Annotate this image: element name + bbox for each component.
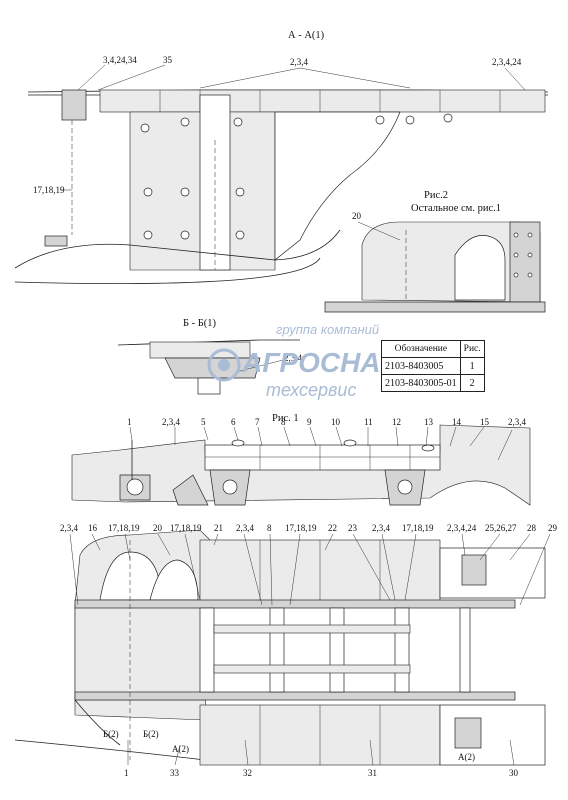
callout-p-16: 28 <box>527 523 537 533</box>
callout-p-6: 21 <box>214 523 223 533</box>
callout-pb-5: 30 <box>509 768 519 778</box>
section-aa-title: А - А(1) <box>288 30 325 41</box>
mark-a2-left: А(2) <box>172 744 189 754</box>
cell-fig: 1 <box>459 357 485 375</box>
callout-f1-8: 10 <box>331 417 341 427</box>
aa-leaders <box>60 64 526 191</box>
plan-rail-bottom <box>74 691 516 701</box>
callout-f1-1: 1 <box>127 417 132 427</box>
table-row: 2103-8403005-01 2 <box>381 374 485 392</box>
fig1-brackets <box>119 469 426 506</box>
bolt-holes <box>140 113 453 240</box>
callout-f1-11: 13 <box>424 417 434 427</box>
cell-fig: 2 <box>459 374 485 392</box>
section-bb-title: Б - Б(1) <box>183 318 217 329</box>
callout-f1-3: 5 <box>201 417 206 427</box>
callout-fig2-20: 20 <box>352 211 362 221</box>
callout-aa-1: 3,4,24,34 <box>103 55 137 65</box>
mark-b2-left: Б(2) <box>103 729 119 739</box>
callout-bb-1: 2,3,4 <box>284 353 303 363</box>
callout-f1-7: 9 <box>307 417 312 427</box>
plan-bottom-leaders <box>127 739 515 766</box>
plan-top-right-panel <box>439 547 546 599</box>
fig1-leaders <box>129 426 513 461</box>
floor-beam <box>99 89 546 113</box>
callout-p-1: 2,3,4 <box>60 523 79 533</box>
mark-b2-right: Б(2) <box>143 729 159 739</box>
fig1-holes <box>231 439 435 452</box>
section-bb-view: Б - Б(1) 2,3,4 <box>117 318 303 395</box>
fig2-frame-rail <box>324 301 546 313</box>
plan-cross-members <box>199 607 471 693</box>
cell-designation: 2103-8403005-01 <box>381 374 461 392</box>
callout-p-17: 29 <box>548 523 558 533</box>
mark-a2-right: А(2) <box>458 752 475 762</box>
callout-f1-4: 6 <box>231 417 236 427</box>
callout-f1-6: 8 <box>281 417 286 427</box>
section-aa-view: 3,4,24,34 35 2,3,4 2,3,4,24 17,18,19 А -… <box>14 30 549 284</box>
callout-p-3: 17,18,19 <box>108 523 140 533</box>
left-bracket <box>61 89 87 121</box>
header-designation: Обозначение <box>381 340 461 358</box>
fig2-title: Рис.2 <box>424 190 448 201</box>
table-header-row: Обозначение Рис. <box>381 340 485 358</box>
callout-f1-13: 15 <box>480 417 490 427</box>
callout-pb-2: 33 <box>170 768 180 778</box>
callout-p-7: 2,3,4 <box>236 523 255 533</box>
bb-bracket <box>164 357 261 379</box>
fig1-title: Рис. 1 <box>272 413 299 424</box>
header-fig: Рис. <box>459 340 485 358</box>
fig2-wheel-arch <box>454 235 506 301</box>
fig2-view: Рис.2 Остальное см. рис.1 20 <box>324 190 546 313</box>
callout-pb-1: 1 <box>124 768 129 778</box>
callout-f1-12: 14 <box>452 417 462 427</box>
callout-p-8: 8 <box>267 523 272 533</box>
callout-p-10: 22 <box>328 523 337 533</box>
callout-aa-4: 2,3,4,24 <box>492 57 522 67</box>
curved-gusset <box>274 111 401 261</box>
callout-p-2: 16 <box>88 523 98 533</box>
fig2-note: Остальное см. рис.1 <box>411 203 501 214</box>
callout-p-9: 17,18,19 <box>285 523 317 533</box>
callout-aa-3: 2,3,4 <box>290 57 309 67</box>
table-row: 2103-8403005 1 <box>381 357 485 375</box>
callout-f1-2: 2,3,4 <box>162 417 181 427</box>
plan-top-leaders <box>69 533 551 606</box>
callout-f1-10: 12 <box>392 417 401 427</box>
callout-f1-9: 11 <box>364 417 373 427</box>
callout-p-5: 17,18,19 <box>170 523 202 533</box>
callout-p-11: 23 <box>348 523 358 533</box>
plan-view: Б(2) Б(2) А(2) А(2) 2,3,4 16 17,18,19 20… <box>14 523 558 778</box>
designation-table: Обозначение Рис. 2103-8403005 1 2103-840… <box>381 340 485 392</box>
callout-pb-3: 32 <box>243 768 252 778</box>
callout-aa-2: 35 <box>163 55 173 65</box>
callout-p-4: 20 <box>153 523 163 533</box>
callout-p-13: 17,18,19 <box>402 523 434 533</box>
callout-aa-5: 17,18,19 <box>33 185 65 195</box>
callout-f1-5: 7 <box>255 417 260 427</box>
callout-p-14: 2,3,4,24 <box>447 523 477 533</box>
plan-rail-top <box>74 599 516 609</box>
callout-p-15: 25,26,27 <box>485 523 517 533</box>
callout-pb-4: 31 <box>368 768 377 778</box>
fig1-side-view: Рис. 1 1 2,3,4 5 6 <box>71 413 531 506</box>
callout-f1-14: 2,3,4 <box>508 417 527 427</box>
cell-designation: 2103-8403005 <box>381 357 461 375</box>
callout-p-12: 2,3,4 <box>372 523 391 533</box>
